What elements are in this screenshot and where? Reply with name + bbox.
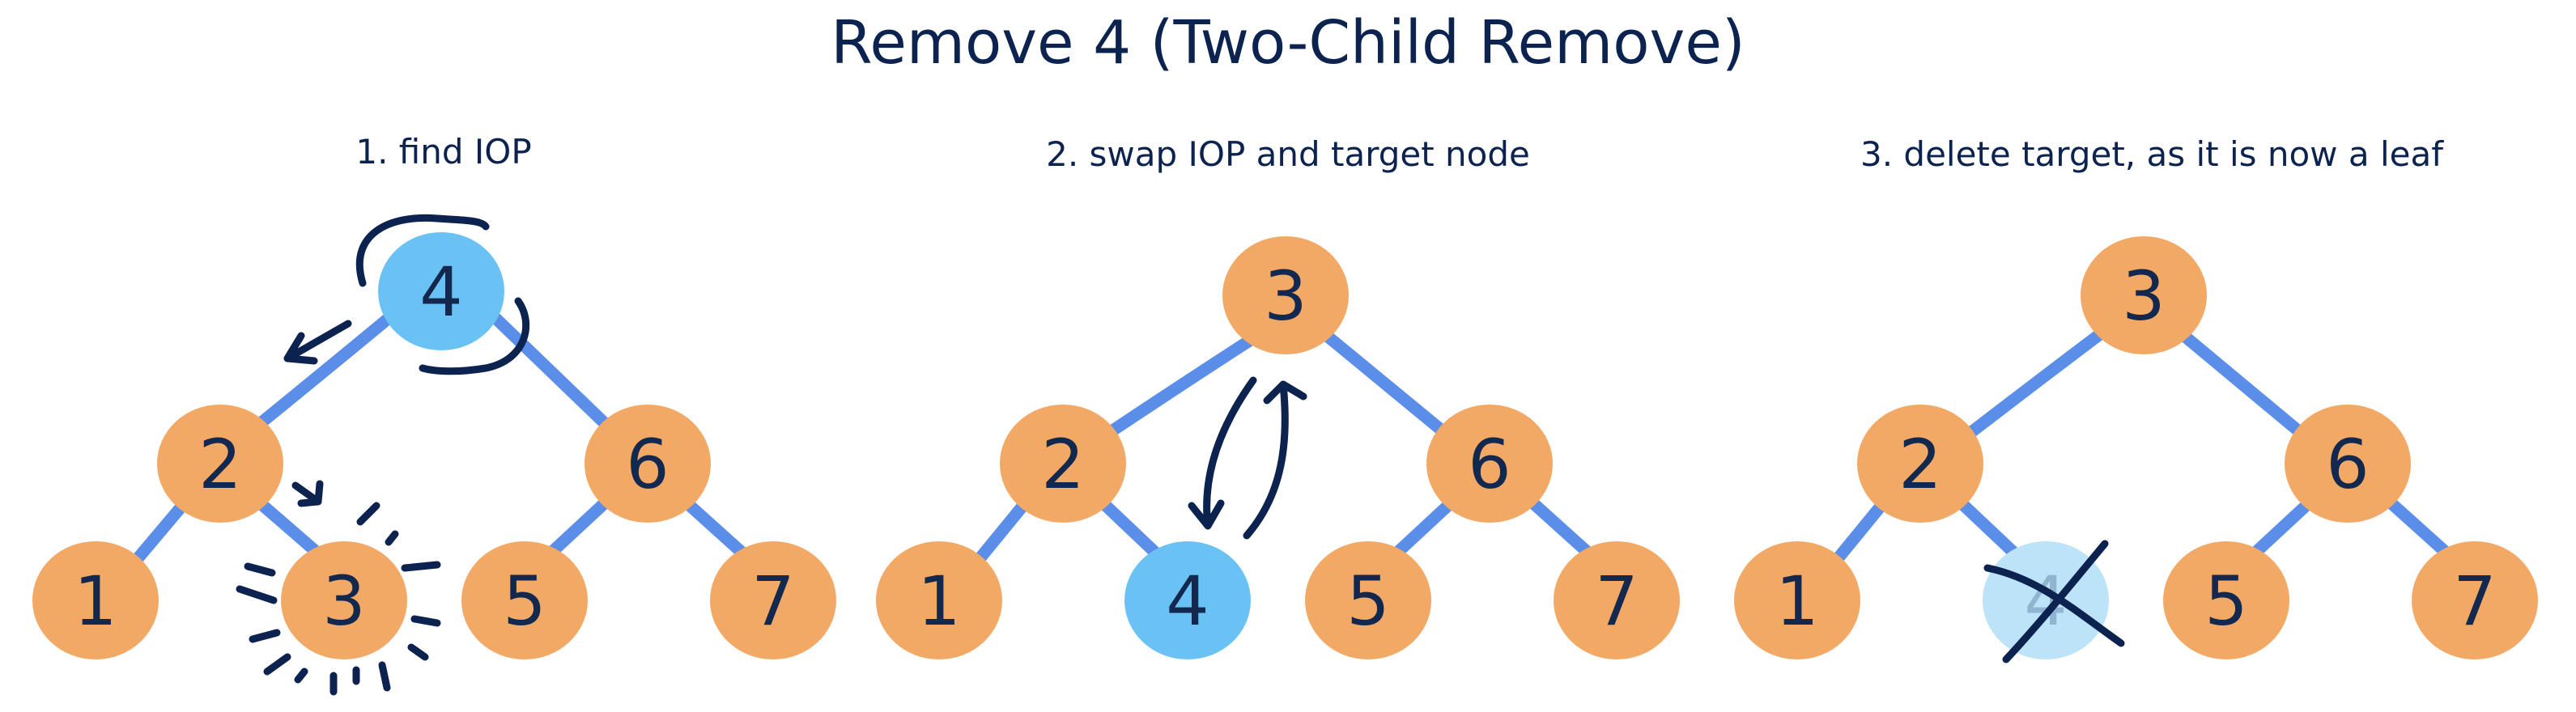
node-circle (32, 541, 159, 659)
node-circle (1124, 541, 1251, 659)
node-label: 1 (74, 562, 117, 641)
node-label: 7 (751, 562, 794, 641)
tree-node: 1 (32, 541, 159, 659)
node-label: 5 (2204, 562, 2247, 641)
node-circle (710, 541, 836, 659)
swap-arrow-down-icon (1188, 376, 1257, 530)
node-label: 4 (1166, 562, 1209, 641)
tree-node: 4 (378, 232, 504, 350)
node-circle (1426, 405, 1553, 523)
node-circle (1857, 405, 1983, 523)
node-label: 6 (1468, 425, 1511, 504)
node-circle (584, 405, 711, 523)
panel-1-caption: 1. find IOP (355, 132, 531, 172)
node-label: 7 (1595, 562, 1638, 641)
node-label: 7 (2453, 562, 2496, 641)
node-label: 4 (419, 252, 462, 332)
tree-node: 3 (1222, 236, 1349, 354)
node-circle (2412, 541, 2538, 659)
tree-node: 5 (461, 541, 588, 659)
sparkle-burst (236, 502, 441, 696)
tree-node: 2 (1000, 405, 1126, 523)
node-circle (1734, 541, 1860, 659)
tree-node: 5 (1305, 541, 1431, 659)
page-title: Remove 4 (Two-Child Remove) (831, 8, 1745, 78)
tree-node: 2 (157, 405, 283, 523)
tree-node: 3 (281, 541, 407, 659)
node-label: 3 (322, 562, 365, 641)
node-circle (876, 541, 1002, 659)
node-circle (157, 405, 283, 523)
tree-node: 7 (1554, 541, 1680, 659)
node-circle (1305, 541, 1431, 659)
node-circle (461, 541, 588, 659)
node-label: 5 (503, 562, 546, 641)
cross-out-icon (1983, 540, 2125, 663)
node-label: 1 (1775, 562, 1818, 641)
panel-1: 1. find IOP 4 2 6 1 3 5 (32, 132, 836, 696)
tree-node: 5 (2163, 541, 2289, 659)
circle-arrow-stroke-bottom (419, 297, 530, 375)
tree-node: 3 (2081, 236, 2207, 354)
tree-node: 2 (1857, 405, 1983, 523)
panel-2: 2. swap IOP and target node 3 2 6 1 4 (876, 134, 1680, 659)
edge-root-left (1103, 333, 1257, 439)
node-circle (281, 541, 407, 659)
tree-node: 1 (876, 541, 1002, 659)
tree-node: 4 (1124, 541, 1251, 659)
tree-node: 7 (2412, 541, 2538, 659)
node-circle (1222, 236, 1349, 354)
tree-node: 6 (2285, 405, 2411, 523)
node-label: 2 (198, 425, 241, 504)
node-label: 3 (1264, 256, 1307, 336)
panel-3-caption: 3. delete target, as it is now a leaf (1860, 134, 2444, 174)
panel-3: 3. delete target, as it is now a leaf 3 … (1734, 134, 2538, 663)
node-label: 1 (917, 562, 960, 641)
panel-2-caption: 2. swap IOP and target node (1046, 134, 1530, 174)
node-label: 6 (626, 425, 669, 504)
tree-node: 6 (584, 405, 711, 523)
circle-arrow-stroke-top (355, 214, 490, 287)
edge-root-left (232, 293, 418, 447)
node-label: 5 (1346, 562, 1389, 641)
node-circle (378, 232, 504, 350)
node-circle (1000, 405, 1126, 523)
arrow-to-left-child-icon (283, 320, 352, 365)
tree-node: 7 (710, 541, 836, 659)
node-circle (2163, 541, 2289, 659)
node-label: 3 (2122, 256, 2165, 336)
node-circle (1554, 541, 1680, 659)
arrow-to-right-child-icon (291, 480, 324, 507)
tree-node: 6 (1426, 405, 1553, 523)
edge-root-left (1961, 325, 2110, 442)
node-circle (2081, 236, 2207, 354)
node-label: 2 (1041, 425, 1084, 504)
swap-arrow-up-icon (1243, 380, 1307, 540)
node-circle (1983, 541, 2109, 659)
node-label: 2 (1898, 425, 1941, 504)
node-label: 6 (2326, 425, 2369, 504)
node-circle (2285, 405, 2411, 523)
tree-node: 1 (1734, 541, 1860, 659)
